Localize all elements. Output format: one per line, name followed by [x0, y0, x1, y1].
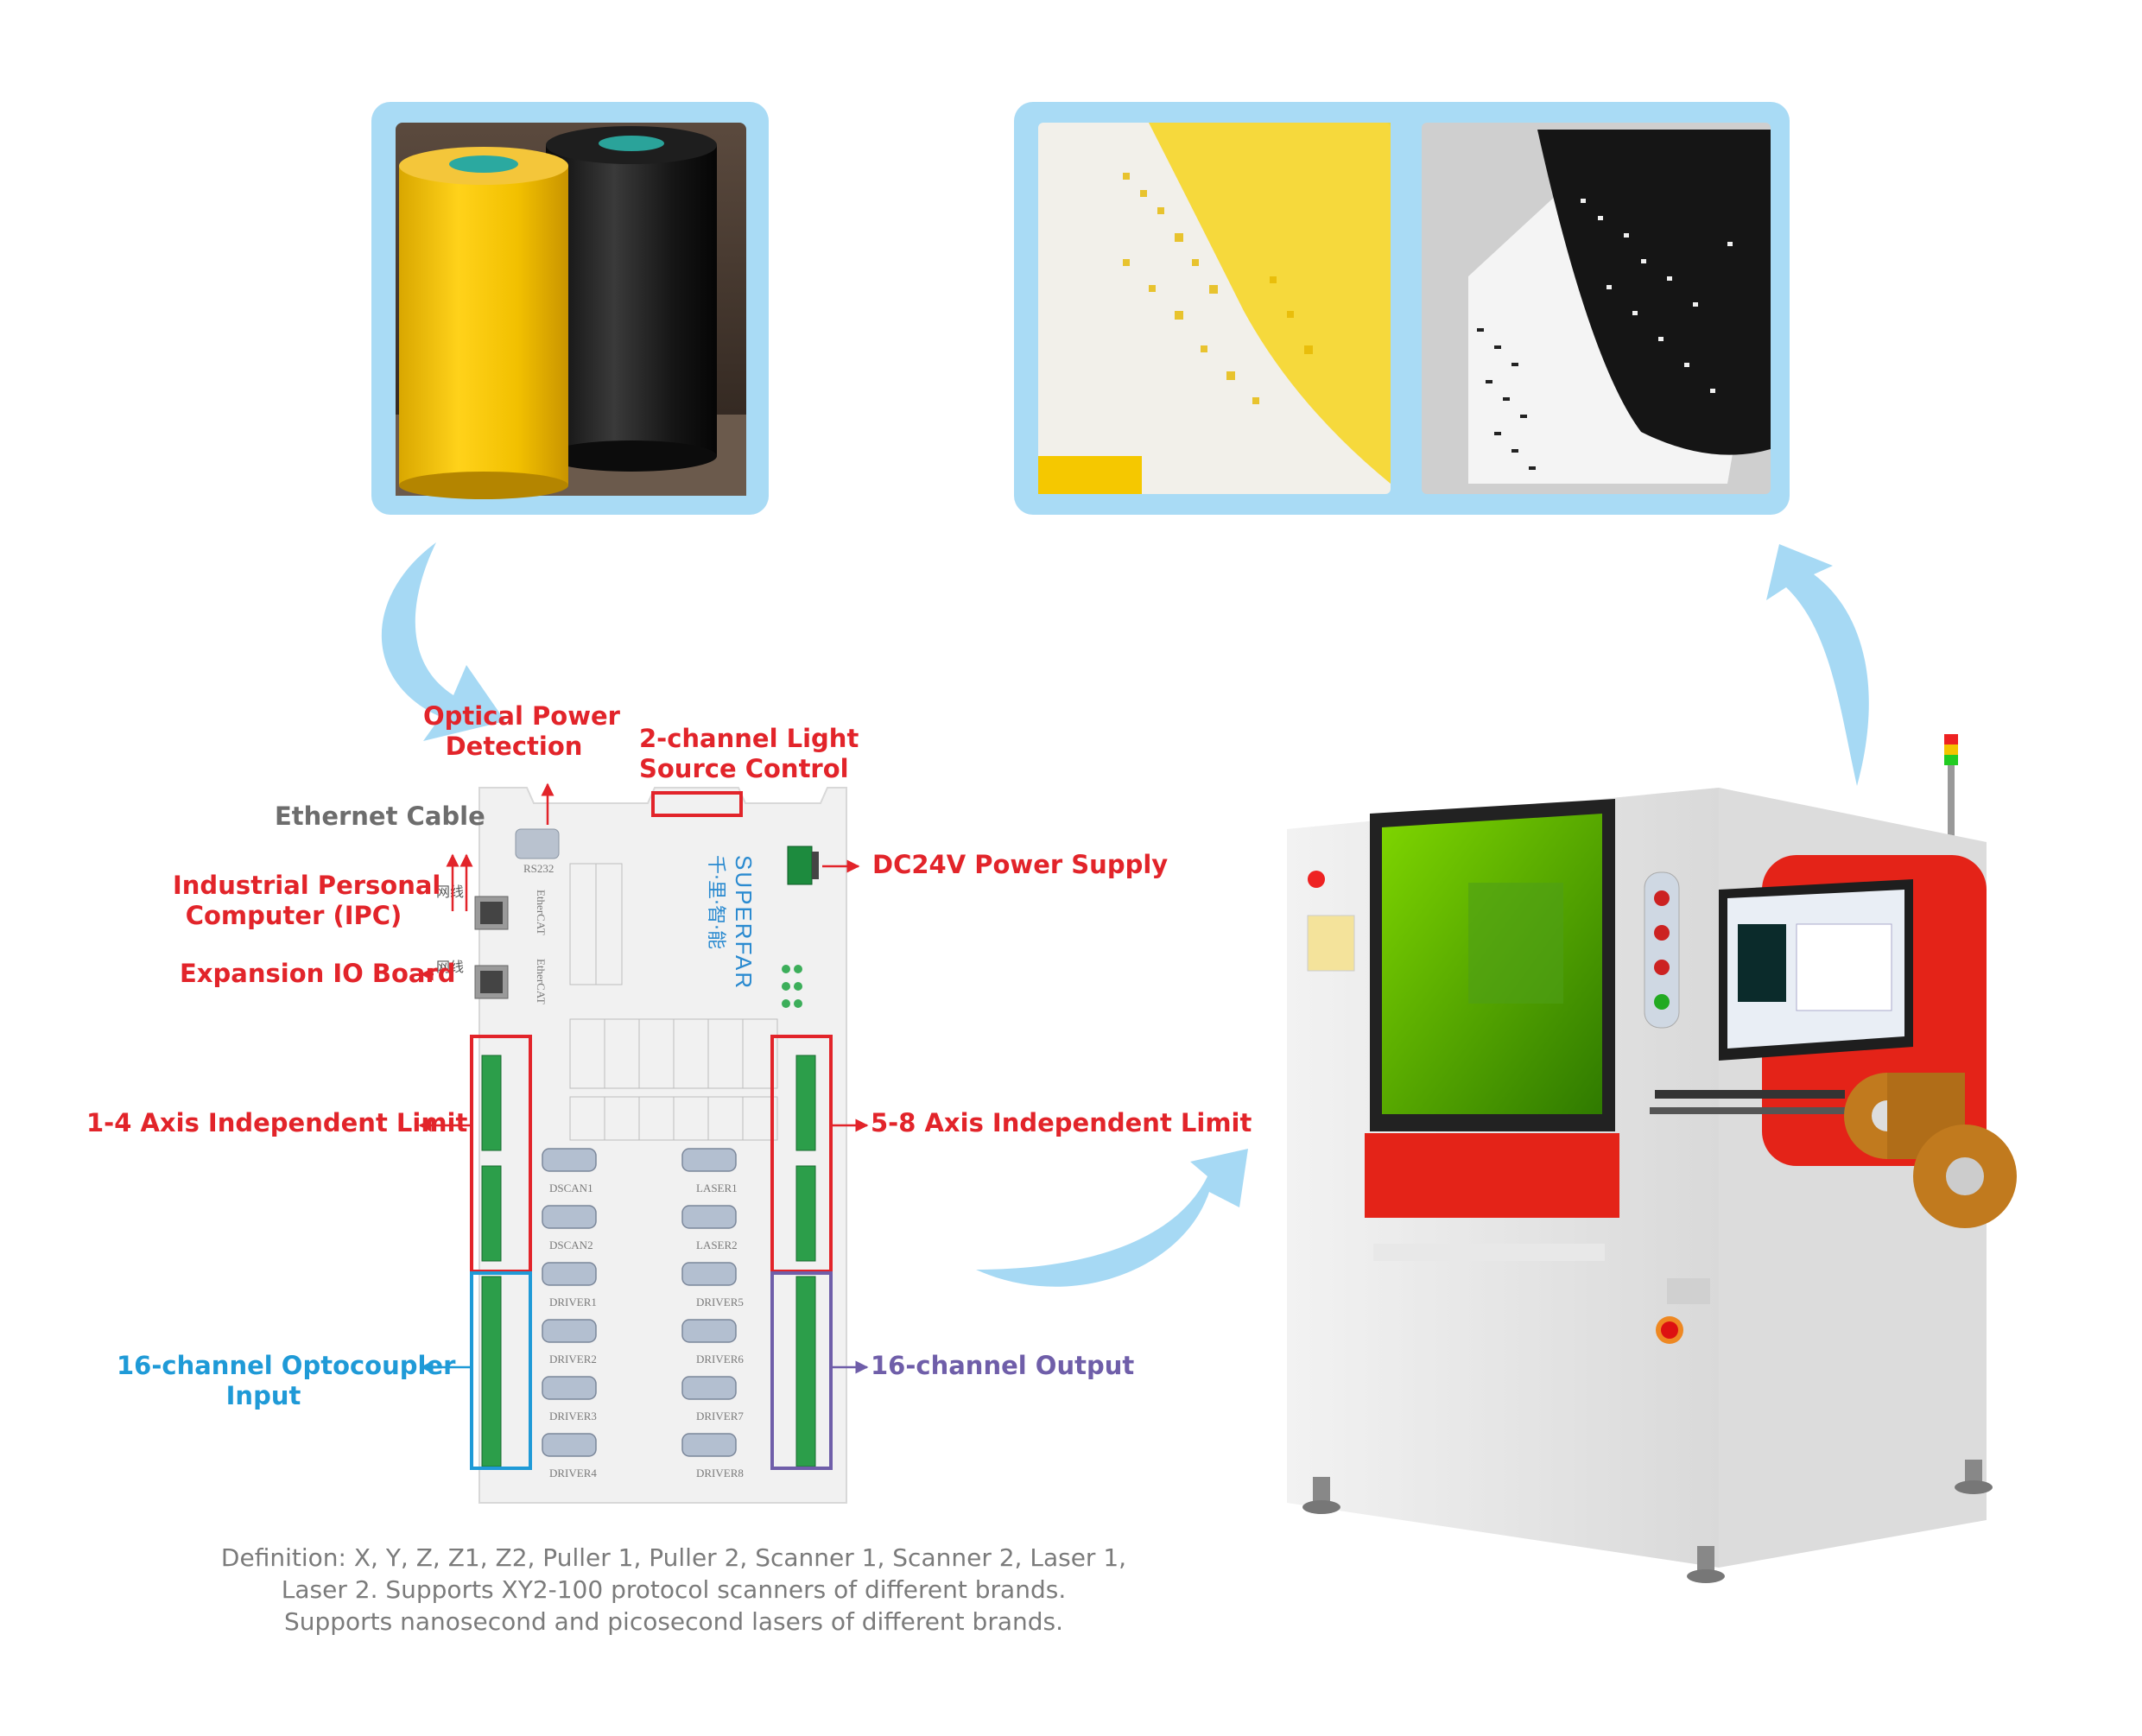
- label-input-line1: 16-channel Optocoupler: [117, 1351, 456, 1380]
- label-16ch-optocoupler-input: 16-channel Optocoupler Input: [117, 1351, 456, 1411]
- label-optical-power-line2: Detection: [445, 731, 583, 761]
- board-driver5-label: DRIVER5: [696, 1296, 744, 1308]
- board-dscan1-label: DSCAN1: [549, 1182, 593, 1194]
- flow-arrow-up: [1766, 544, 1869, 786]
- label-optical-power-line1: Optical Power: [423, 701, 620, 731]
- flow-arrow-right: [976, 1149, 1248, 1287]
- board-laser1-label: LASER1: [696, 1182, 738, 1194]
- label-light-source-control: 2-channel Light Source Control: [639, 724, 859, 784]
- board-driver4-label: DRIVER4: [549, 1467, 597, 1479]
- label-ipc-line1: Industrial Personal: [173, 871, 441, 900]
- board-ethercat-label-1: EtherCAT: [535, 890, 548, 935]
- label-input-line2: Input: [225, 1380, 301, 1410]
- caption-line-2: Laser 2. Supports XY2-100 protocol scann…: [281, 1575, 1067, 1604]
- board-driver8-label: DRIVER8: [696, 1467, 744, 1479]
- film-rolls-photo: [371, 102, 769, 515]
- board-ethercat-label-2: EtherCAT: [535, 959, 548, 1004]
- label-dc24v-power-supply: DC24V Power Supply: [872, 850, 1169, 879]
- board-driver6-label: DRIVER6: [696, 1353, 744, 1365]
- label-light-source-line2: Source Control: [639, 753, 849, 783]
- label-limit-1-4: 1-4 Axis Independent Limit: [86, 1108, 468, 1137]
- label-limit-5-8: 5-8 Axis Independent Limit: [871, 1108, 1252, 1137]
- board-driver3-label: DRIVER3: [549, 1410, 597, 1422]
- board-brand-cn: 千·里·智·能: [705, 855, 726, 949]
- board-brand: SUPERFAR: [731, 855, 757, 990]
- flow-arrow-down-left: [381, 542, 505, 741]
- board-laser2-label: LASER2: [696, 1239, 738, 1251]
- label-ipc-line2: Computer (IPC): [185, 900, 402, 930]
- board-driver2-label: DRIVER2: [549, 1353, 597, 1365]
- cut-films-photo-frame: [1014, 102, 1790, 515]
- label-16ch-output: 16-channel Output: [871, 1351, 1135, 1380]
- board-dscan2-label: DSCAN2: [549, 1239, 593, 1251]
- net-cable-label-1: 网线: [436, 884, 464, 900]
- callout-boxes: [470, 791, 833, 1470]
- net-cable-label-2: 网线: [436, 959, 464, 975]
- board-driver1-label: DRIVER1: [549, 1296, 597, 1308]
- board-driver7-label: DRIVER7: [696, 1410, 744, 1422]
- caption-line-1: Definition: X, Y, Z, Z1, Z2, Puller 1, P…: [220, 1543, 1127, 1572]
- label-ethernet-cable: Ethernet Cable: [275, 801, 485, 831]
- callout-arrows: [418, 782, 869, 1374]
- label-optical-power-detection: Optical Power Detection: [423, 701, 620, 762]
- label-light-source-line1: 2-channel Light: [639, 724, 859, 753]
- definition-caption: Definition: X, Y, Z, Z1, Z2, Puller 1, P…: [155, 1542, 1192, 1638]
- label-expansion-io-board: Expansion IO Board: [180, 959, 456, 988]
- laser-cutting-machine: [1287, 734, 2017, 1583]
- board-rs232-label: RS232: [523, 862, 554, 875]
- control-board: [474, 787, 847, 1504]
- label-ipc: Industrial Personal Computer (IPC): [173, 871, 441, 931]
- caption-line-3: Supports nanosecond and picosecond laser…: [283, 1607, 1064, 1636]
